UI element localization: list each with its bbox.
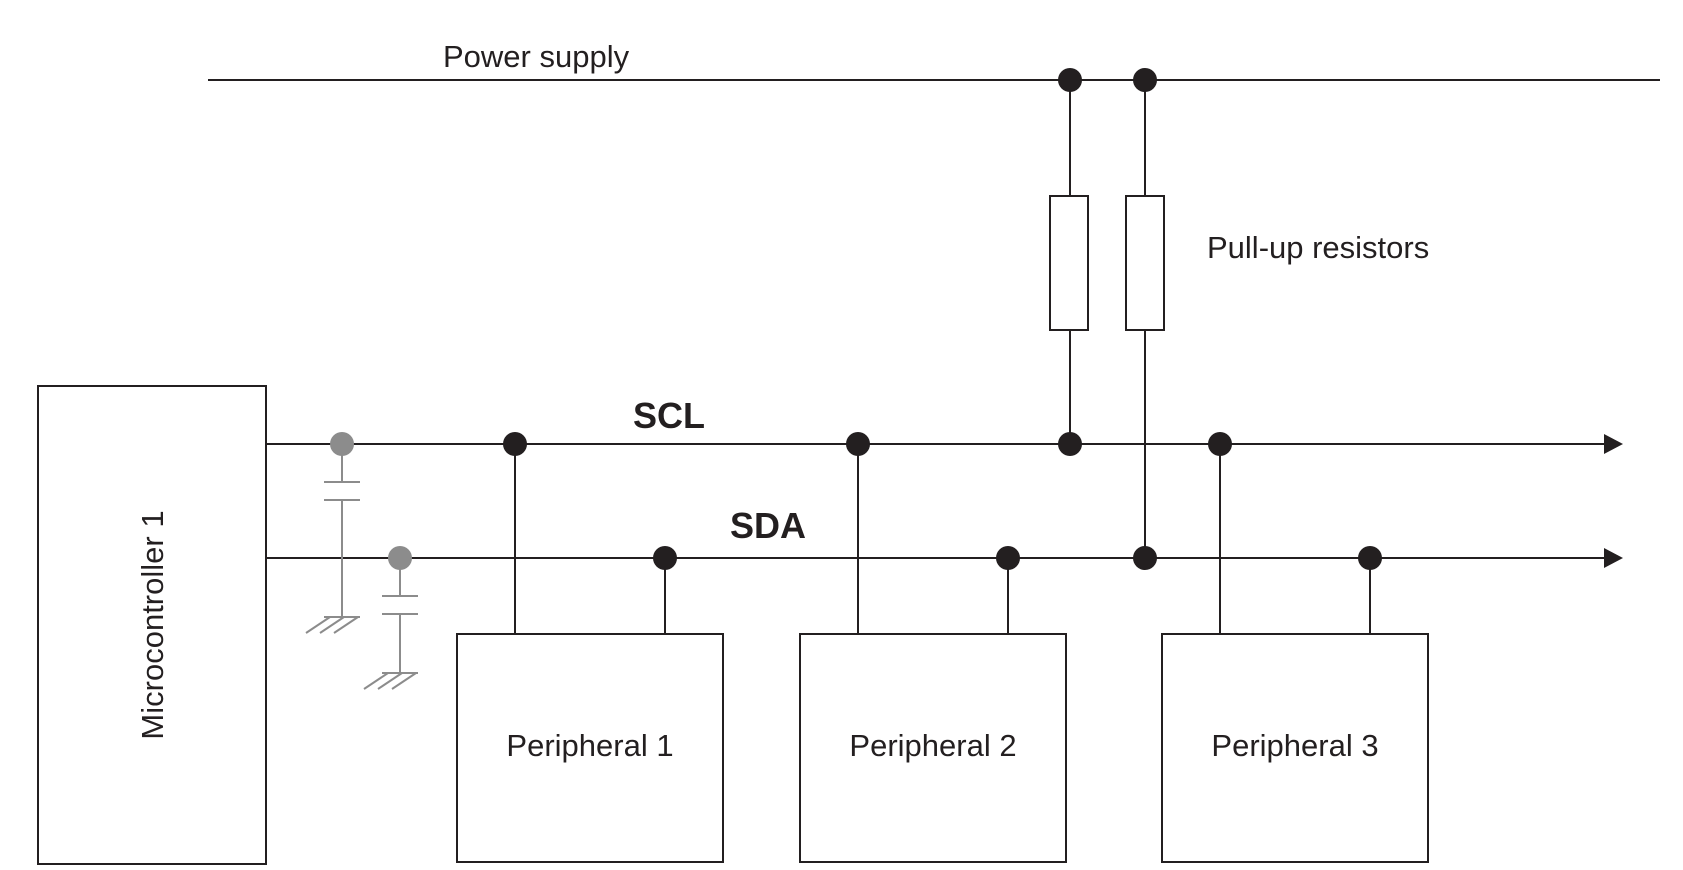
sda-arrow — [1604, 548, 1623, 568]
microcontroller-label: Microcontroller 1 — [135, 510, 170, 739]
peripheral-1-box — [456, 633, 724, 863]
pull-up-resistor-scl — [1049, 80, 1089, 444]
pull-up-resistor-sda — [1125, 80, 1165, 558]
junction-node — [1133, 68, 1157, 92]
junction-node — [996, 546, 1020, 570]
sda-label: SDA — [730, 505, 806, 546]
junction-node — [653, 546, 677, 570]
peripheral-1-label: Peripheral 1 — [506, 728, 673, 763]
junction-node — [503, 432, 527, 456]
microcontroller-box — [37, 385, 267, 865]
parasitic-node-scl — [330, 432, 354, 456]
peripheral-3-label: Peripheral 3 — [1211, 728, 1378, 763]
junction-node — [1358, 546, 1382, 570]
peripheral-3-box — [1161, 633, 1429, 863]
parasitic-capacitor-scl — [305, 444, 360, 634]
junction-node — [1058, 432, 1082, 456]
parasitic-node-sda — [388, 546, 412, 570]
junction-node — [846, 432, 870, 456]
scl-label: SCL — [633, 395, 705, 436]
peripheral-2-label: Peripheral 2 — [849, 728, 1016, 763]
pull-up-resistors-label: Pull-up resistors — [1207, 230, 1429, 265]
junction-node — [1058, 68, 1082, 92]
junction-node — [1133, 546, 1157, 570]
scl-arrow — [1604, 434, 1623, 454]
parasitic-capacitor-sda — [363, 558, 418, 690]
power-supply-label: Power supply — [443, 39, 630, 74]
junction-node — [1208, 432, 1232, 456]
peripheral-2-box — [799, 633, 1067, 863]
